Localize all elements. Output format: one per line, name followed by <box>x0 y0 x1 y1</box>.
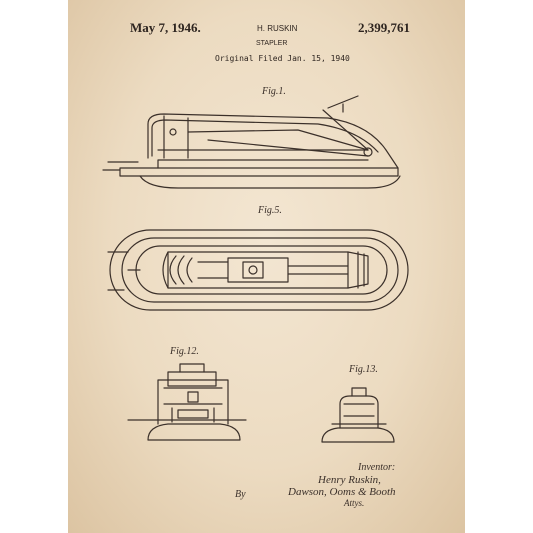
inventor-label: Inventor: <box>358 462 396 473</box>
figure-label-12: Fig.12. <box>170 346 199 357</box>
filing-date: Original Filed Jan. 15, 1940 <box>215 54 350 63</box>
fig13-front-view <box>321 387 395 443</box>
patent-date: May 7, 1946. <box>130 20 201 35</box>
figure-label-13: Fig.13. <box>349 364 378 375</box>
fig12-front-view <box>127 363 247 441</box>
figure-label-5: Fig.5. <box>258 205 282 216</box>
fig5-top-view <box>107 229 409 311</box>
patent-title: STAPLER <box>256 40 288 47</box>
by-label: By <box>235 489 246 500</box>
attorney-signature: Dawson, Ooms & Booth <box>288 486 396 498</box>
attorneys-label: Attys. <box>344 498 365 508</box>
patent-drawing <box>102 95 409 443</box>
figure-label-1: Fig.1. <box>262 86 286 97</box>
inventor-signature: Henry Ruskin, <box>318 474 381 486</box>
patent-sheet: May 7, 1946. H. RUSKIN 2,399,761 STAPLER… <box>68 0 465 533</box>
patent-number: 2,399,761 <box>358 20 410 35</box>
inventor-header: H. RUSKIN <box>257 24 298 33</box>
fig1-side-view <box>102 95 401 189</box>
